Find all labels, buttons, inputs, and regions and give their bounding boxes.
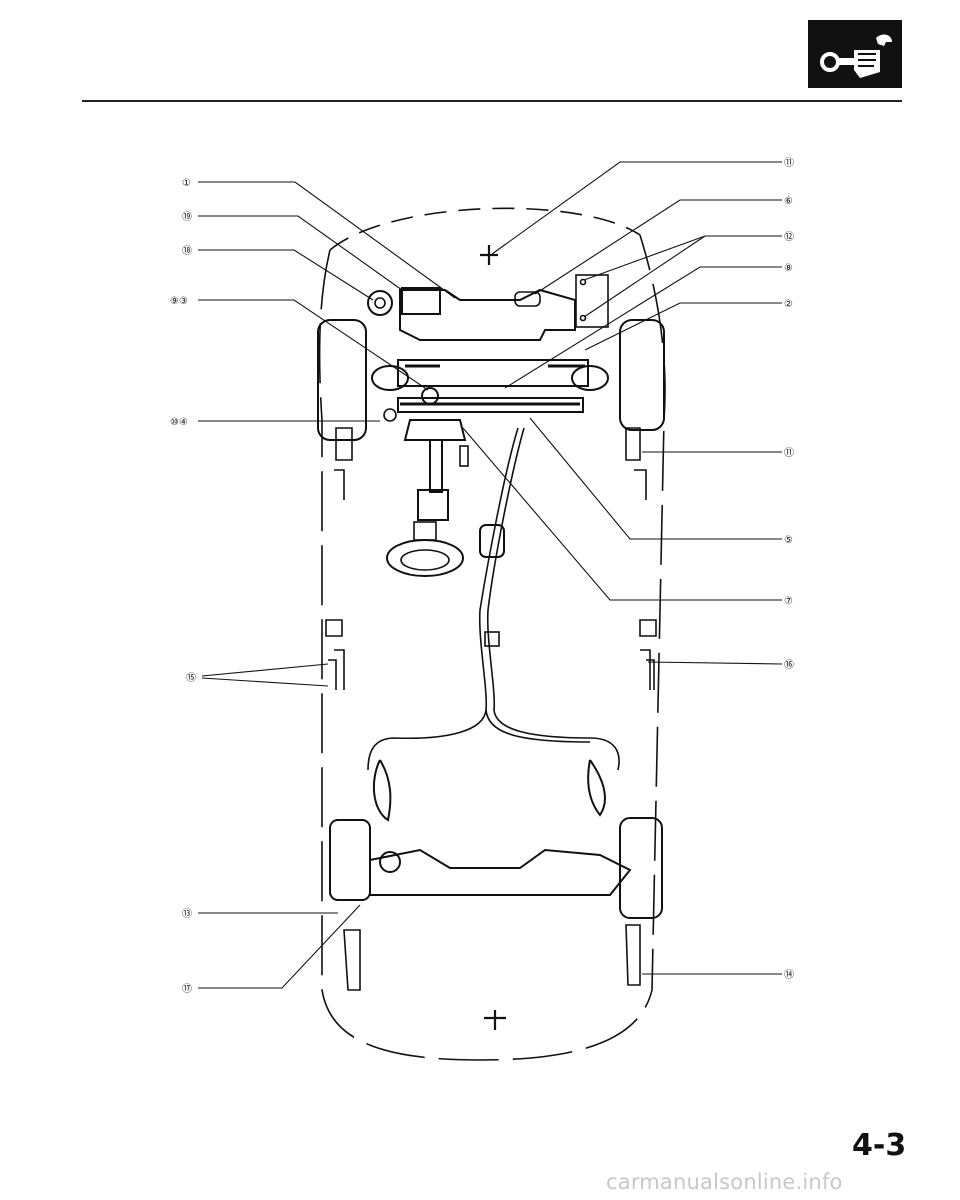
front-right-wheel	[619, 319, 665, 431]
callout-17: ⑰	[182, 983, 192, 995]
callout-13: ⑬	[182, 908, 192, 920]
clip-left-mid	[325, 619, 345, 690]
callout-10-4: ⑩④	[170, 417, 188, 428]
rear-left-wheel	[329, 819, 371, 901]
watermark: carmanualsonline.info	[606, 1170, 843, 1194]
callout-16: ⑯	[784, 659, 794, 671]
front-left-wheel	[317, 319, 367, 441]
center-line-right	[493, 709, 620, 771]
callout-11-top: ⑪	[784, 157, 794, 169]
callout-14: ⑭	[784, 969, 794, 981]
callout-8: ⑧	[784, 263, 793, 274]
callout-19: ⑲	[182, 211, 192, 223]
steering-rack	[397, 359, 589, 387]
callout-6: ⑥	[784, 196, 793, 207]
callout-15: ⑮	[186, 672, 196, 684]
callout-1: ①	[182, 178, 191, 189]
rear-axle	[369, 848, 632, 896]
header-rule	[82, 100, 902, 102]
front-subframe	[399, 288, 576, 341]
steering-column	[403, 419, 467, 441]
callout-11-mid: ⑪	[784, 447, 794, 459]
page-number: 4-3	[852, 1128, 907, 1163]
rear-right-wheel	[619, 817, 663, 919]
section-logo	[808, 20, 902, 88]
callout-12: ⑫	[784, 231, 794, 243]
clip-right-mid	[639, 619, 657, 690]
wrench-fist-icon	[820, 34, 892, 78]
callout-2: ②	[784, 299, 793, 310]
callout-5: ⑤	[784, 535, 793, 546]
callout-9-3: ⑨③	[170, 296, 188, 307]
callout-18: ⑱	[182, 245, 192, 257]
callout-7: ⑦	[784, 596, 793, 607]
vehicle-body-outline	[329, 207, 641, 251]
